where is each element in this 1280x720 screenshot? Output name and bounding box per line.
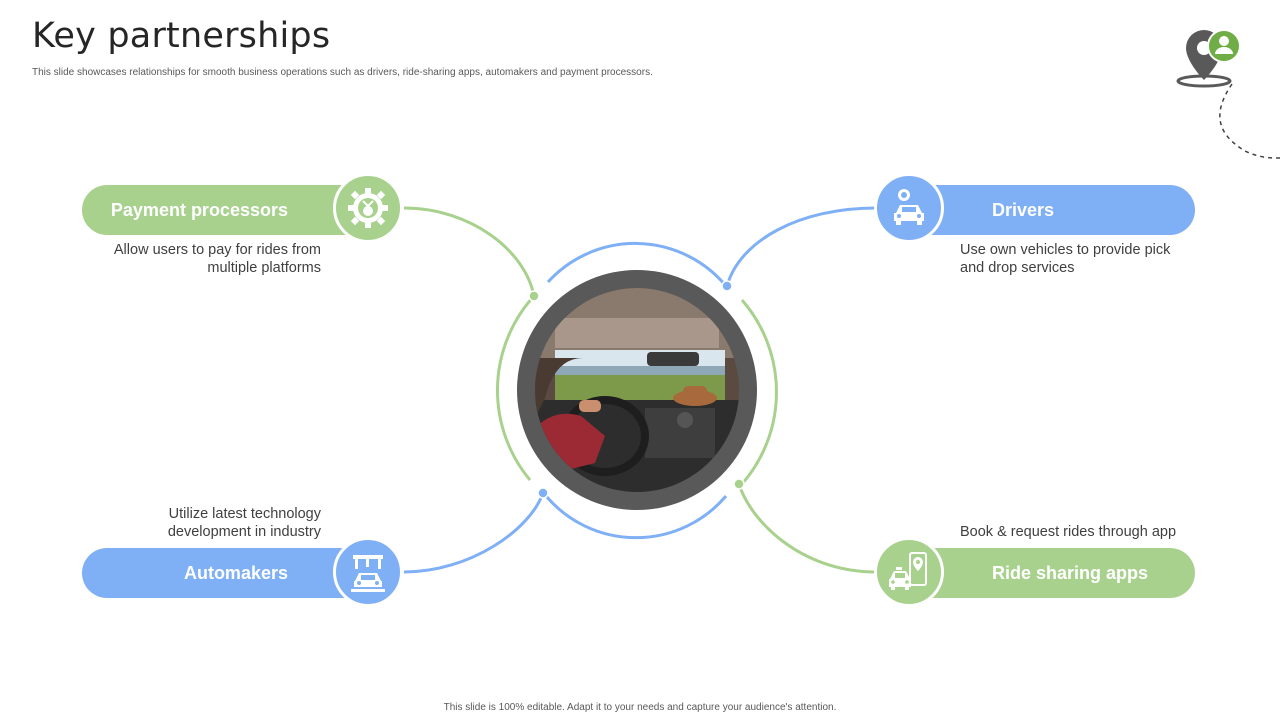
drivers-icon-circle [874, 173, 944, 243]
page-subtitle: This slide showcases relationships for s… [32, 67, 653, 78]
inner-arc-right [740, 299, 778, 485]
car-factory-icon [351, 555, 385, 592]
page-title: Key partnerships [32, 16, 331, 56]
ride-sharing-description: Book & request rides through app [960, 524, 1177, 540]
automakers-description: Utilize latest technology development in… [167, 506, 321, 540]
payment-processors-description: Allow users to pay for rides from multip… [113, 242, 321, 276]
drivers-pill: Drivers [908, 185, 1195, 235]
connector-ridesharing [737, 483, 877, 574]
junction-dot [528, 290, 540, 302]
inner-arc-bottom [544, 495, 728, 540]
ride-sharing-pill: Ride sharing apps [908, 548, 1195, 598]
connector-drivers [725, 206, 877, 287]
inner-arc-top [546, 241, 728, 287]
junction-dot [537, 487, 549, 499]
junction-dot [721, 280, 733, 292]
drivers-label: Drivers [992, 199, 1055, 220]
taxi-phone-icon [889, 552, 927, 590]
inner-arc-left [495, 294, 536, 481]
payment-icon-circle [333, 173, 403, 243]
ride-sharing-icon-circle [874, 537, 944, 607]
gear-money-icon [348, 188, 388, 228]
connector-payment [403, 206, 536, 297]
automakers-pill: Automakers [82, 548, 372, 598]
ride-sharing-label: Ride sharing apps [992, 562, 1149, 583]
location-pin-user-icon [1176, 29, 1280, 159]
connector-automakers [403, 492, 545, 574]
footer-note: This slide is 100% editable. Adapt it to… [443, 702, 837, 713]
car-badge-icon [894, 189, 924, 225]
payment-processors-label: Payment processors [110, 199, 288, 220]
automakers-icon-circle [333, 537, 403, 607]
payment-processors-pill: Payment processors [82, 185, 372, 235]
junction-dot [733, 478, 745, 490]
drivers-description: Use own vehicles to provide pick and dro… [960, 242, 1171, 276]
center-photo-ring [517, 270, 757, 510]
automakers-label: Automakers [183, 562, 288, 583]
car-interior-photo [535, 288, 739, 492]
